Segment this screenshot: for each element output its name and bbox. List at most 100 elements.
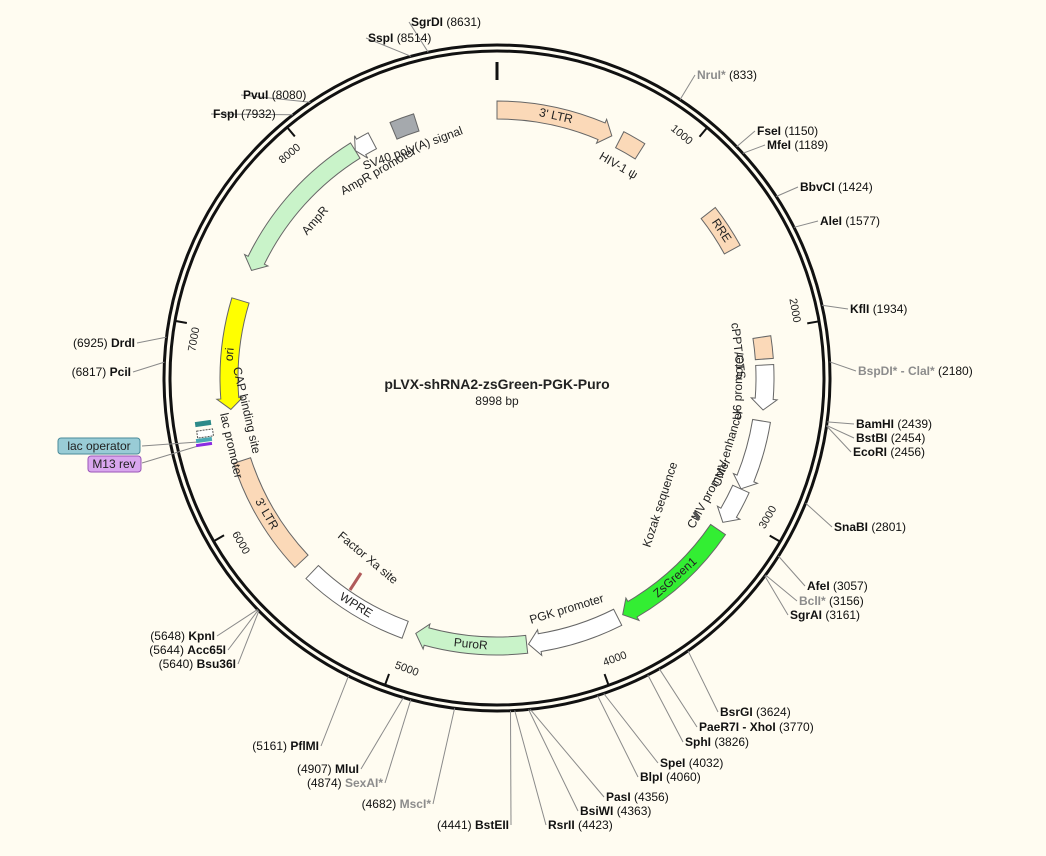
enzyme-name: BsiWI <box>580 804 613 818</box>
enzyme-label: PaeR7I - XhoI (3770) <box>699 720 814 734</box>
enzyme-leader-line <box>647 674 684 743</box>
feature-arrow <box>305 564 409 639</box>
enzyme-label: BbvCI (1424) <box>800 180 873 194</box>
enzyme-name: MluI <box>335 762 359 776</box>
enzyme-label: (5648) KpnI <box>150 629 215 643</box>
enzyme-name: SgrAI <box>790 608 822 622</box>
enzyme-position: (8514) <box>397 31 432 45</box>
enzyme-name: Acc65I <box>187 643 226 657</box>
enzyme-leader-line <box>742 144 766 154</box>
feature-arrow <box>496 100 613 145</box>
enzyme-leader-line <box>514 710 547 826</box>
feature-arrow <box>732 418 771 490</box>
enzyme-position: (5640) <box>159 657 194 671</box>
backbone-inner-strand <box>168 49 826 707</box>
enzyme-label: (4441) BstEII <box>437 818 509 832</box>
enzyme-name: PflMI <box>290 739 319 753</box>
plasmid-name: pLVX-shRNA2-zsGreen-PGK-Puro <box>384 376 609 392</box>
enzyme-position: (3624) <box>756 705 791 719</box>
enzyme-leader-line <box>320 675 349 747</box>
enzyme-label: AfeI (3057) <box>807 579 868 593</box>
tick-mark <box>769 534 781 543</box>
feature-arrow <box>716 484 750 523</box>
enzyme-leader-line <box>776 186 799 197</box>
enzyme-name: NruI* <box>697 68 726 82</box>
enzyme-position: (4907) <box>297 762 332 776</box>
enzyme-position: (2456) <box>890 445 925 459</box>
enzyme-name: DrdI <box>111 336 135 350</box>
enzyme-name: Bsu36I <box>197 657 236 671</box>
enzyme-leader-line <box>227 609 259 651</box>
enzyme-name: SphI <box>685 735 711 749</box>
enzyme-leader-line <box>805 502 833 528</box>
enzyme-label: SgrDI (8631) <box>411 15 481 29</box>
m13-marker <box>195 441 213 448</box>
enzyme-position: (1424) <box>838 180 873 194</box>
enzyme-leader-line <box>210 113 294 116</box>
feature-arrow <box>243 142 361 272</box>
enzyme-label: PvuI (8080) <box>243 88 306 102</box>
enzyme-position: (3826) <box>714 735 749 749</box>
enzyme-label: (5640) Bsu36I <box>159 657 236 671</box>
tick-label: 7000 <box>186 326 202 352</box>
enzyme-position: (4682) <box>362 797 397 811</box>
enzyme-position: (7932) <box>241 107 276 121</box>
enzyme-name: PaeR7I - XhoI <box>699 720 776 734</box>
enzyme-position: (3156) <box>829 594 864 608</box>
enzyme-position: (1150) <box>784 124 818 138</box>
plasmid-length: 8998 bp <box>475 394 519 408</box>
enzyme-position: (3161) <box>825 608 860 622</box>
enzyme-position: (8080) <box>272 88 307 102</box>
enzyme-leader-line <box>384 699 412 784</box>
tick-mark <box>698 126 708 138</box>
enzyme-name: FspI <box>213 107 238 121</box>
enzyme-leader-line <box>132 361 165 373</box>
enzyme-label: MfeI (1189) <box>767 138 828 152</box>
tick-mark <box>603 673 610 686</box>
lac-region-markers <box>141 419 215 464</box>
enzyme-leader-line <box>365 37 412 57</box>
enzyme-position: (4356) <box>634 790 669 804</box>
enzyme-label: EcoRI (2456) <box>853 445 925 459</box>
enzyme-label: BsiWI (4363) <box>580 804 651 818</box>
enzyme-name: RsrII <box>548 818 575 832</box>
enzyme-label: SnaBI (2801) <box>834 520 906 534</box>
enzyme-label: BspDI* - ClaI* (2180) <box>858 364 973 378</box>
enzyme-label: RsrII (4423) <box>548 818 613 832</box>
enzyme-leader-line <box>240 94 311 103</box>
enzyme-leader-line <box>821 304 849 310</box>
enzyme-name: BstEII <box>475 818 509 832</box>
enzyme-name: AfeI <box>807 579 830 593</box>
enzyme-leader-line <box>510 710 512 826</box>
feature-arrow <box>752 335 774 361</box>
enzyme-leader-line <box>826 424 855 439</box>
tick-mark <box>286 126 296 138</box>
enzyme-position: (5648) <box>150 629 185 643</box>
enzyme-name: SpeI <box>660 756 685 770</box>
enzyme-name: AleI <box>820 214 842 228</box>
enzyme-position: (3770) <box>779 720 814 734</box>
enzyme-name: KpnI <box>188 629 215 643</box>
tick-label: 2000 <box>786 297 802 323</box>
kozak-marker <box>692 511 701 521</box>
enzyme-name: BclI* <box>799 594 826 608</box>
feature-label: PuroR <box>453 635 489 652</box>
enzyme-label: (6817) PciI <box>72 365 131 379</box>
enzyme-name: SnaBI <box>834 520 868 534</box>
enzyme-label: BlpI (4060) <box>640 770 701 784</box>
enzyme-label: FspI (7932) <box>213 107 276 121</box>
enzyme-position: (4441) <box>437 818 472 832</box>
enzyme-leader-line <box>528 709 579 812</box>
feature-arrow <box>749 364 779 411</box>
enzyme-leader-line <box>793 220 819 228</box>
enzyme-label: SgrAI (3161) <box>790 608 860 622</box>
lac-operator-box <box>57 437 141 455</box>
factor-xa-marker <box>348 572 363 591</box>
enzyme-name: SgrDI <box>411 15 443 29</box>
enzyme-label: BamHI (2439) <box>856 417 932 431</box>
tick-mark <box>383 673 390 686</box>
enzyme-position: (2180) <box>938 364 973 378</box>
feature-label: ori <box>222 347 237 362</box>
m13-rev-label: M13 rev <box>92 457 135 471</box>
